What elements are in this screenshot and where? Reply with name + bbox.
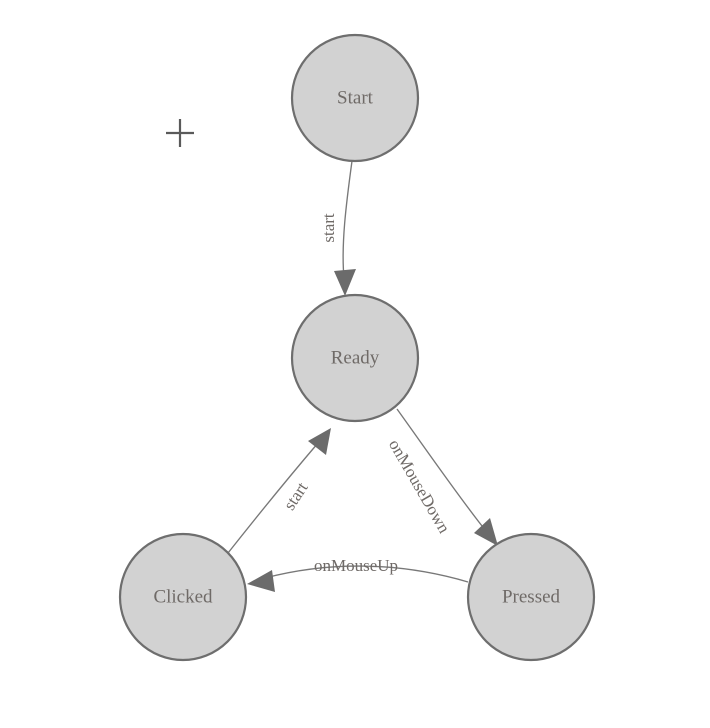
edge-path: [264, 565, 469, 583]
edge-pressed-to-clicked[interactable]: onMouseUp: [247, 556, 469, 592]
node-ready[interactable]: Ready: [290, 293, 420, 423]
node-label: Start: [337, 87, 374, 108]
node-start[interactable]: Start: [290, 33, 420, 163]
edge-clicked-to-ready[interactable]: start: [227, 428, 331, 554]
node-label: Clicked: [153, 586, 213, 607]
edge-label-pressed-to-clicked: onMouseUp: [314, 556, 398, 575]
node-shape: [466, 532, 596, 662]
node-pressed[interactable]: Pressed: [466, 532, 596, 662]
node-shape: [118, 532, 248, 662]
edge-ready-to-pressed[interactable]: onMouseDown: [385, 408, 498, 546]
edge-label-ready-to-pressed: onMouseDown: [385, 436, 454, 537]
node-label: Pressed: [502, 586, 561, 607]
arrow-head: [334, 269, 356, 296]
node-clicked[interactable]: Clicked: [118, 532, 248, 662]
arrow-head: [308, 428, 331, 455]
edge-path: [342, 160, 353, 279]
arrow-head: [474, 518, 498, 546]
edge-start-to-ready[interactable]: start: [319, 160, 356, 296]
plus-crosshair-icon: [166, 119, 194, 147]
edge-path: [227, 442, 319, 554]
arrow-head: [247, 570, 275, 592]
node-shape: [290, 33, 420, 163]
node-label: Ready: [331, 347, 380, 368]
node-shape: [290, 293, 420, 423]
edge-label-start-to-ready: start: [319, 213, 338, 243]
edge-path: [396, 408, 487, 532]
